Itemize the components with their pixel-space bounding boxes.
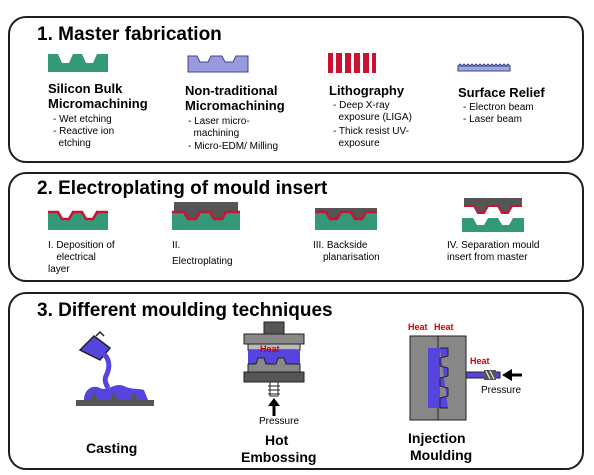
lithography-resist-icon bbox=[328, 53, 376, 73]
injection-heat-left-label: Heat bbox=[408, 322, 428, 332]
step-electroplating-label-2: Electroplating bbox=[172, 256, 233, 267]
non-traditional-detail-1: - Laser micro- bbox=[188, 116, 250, 127]
non-traditional-title-line2: Micromachining bbox=[185, 98, 285, 113]
silicon-bulk-detail-3: etching bbox=[53, 138, 91, 149]
section-title-electroplating: 2. Electroplating of mould insert bbox=[37, 178, 328, 199]
step-planarisation-label-2: planarisation bbox=[323, 252, 380, 263]
step-planarisation-icon bbox=[315, 208, 377, 230]
lithography-detail-4: exposure bbox=[333, 138, 380, 149]
injection-heat-nozzle-label: Heat bbox=[470, 356, 490, 366]
silicon-bulk-detail-2: - Reactive ion bbox=[53, 126, 115, 137]
panel-master-fabrication bbox=[8, 16, 584, 163]
step-separation-label-2: insert from master bbox=[447, 252, 528, 263]
section-title-moulding-techniques: 3. Different moulding techniques bbox=[37, 300, 333, 321]
injection-heat-right-label: Heat bbox=[434, 322, 454, 332]
lithography-title: Lithography bbox=[329, 83, 405, 98]
casting-label: Casting bbox=[86, 440, 138, 456]
injection-moulding-label-line2: Moulding bbox=[410, 447, 473, 463]
lithography-detail-2: exposure (LIGA) bbox=[333, 112, 412, 123]
surface-relief-title: Surface Relief bbox=[458, 85, 545, 100]
non-traditional-detail-2: machining bbox=[188, 128, 240, 139]
step-electroplating-icon bbox=[172, 202, 240, 230]
silicon-bulk-title-line1: Silicon Bulk bbox=[48, 81, 123, 96]
injection-moulding-label-line1: Injection bbox=[408, 430, 466, 446]
silicon-bulk-title-line2: Micromachining bbox=[48, 96, 148, 111]
hot-embossing-heat-label: Heat bbox=[260, 344, 280, 354]
surface-relief-detail-2: - Laser beam bbox=[463, 114, 522, 125]
step-deposition-icon bbox=[48, 210, 108, 230]
surface-relief-icon bbox=[457, 63, 511, 72]
silicon-bulk-detail-1: - Wet etching bbox=[53, 114, 112, 125]
step-separation-icon bbox=[462, 198, 524, 232]
non-traditional-detail-3: - Micro-EDM/ Milling bbox=[188, 141, 278, 152]
surface-relief-detail-1: - Electron beam bbox=[463, 102, 534, 113]
silicon-bulk-substrate-icon bbox=[48, 54, 108, 72]
injection-moulding-illustration bbox=[409, 335, 522, 421]
hot-embossing-label-line1: Hot bbox=[265, 432, 289, 448]
injection-pressure-label: Pressure bbox=[481, 385, 522, 396]
step-electroplating-label-1: II. bbox=[172, 240, 181, 251]
step-planarisation-label-1: III. Backside bbox=[313, 240, 368, 251]
non-traditional-substrate-icon bbox=[187, 55, 249, 73]
section-title-master-fabrication: 1. Master fabrication bbox=[37, 24, 222, 45]
step-deposition-label-2: electrical bbox=[48, 252, 96, 263]
hot-embossing-pressure-label: Pressure bbox=[259, 416, 300, 427]
casting-illustration bbox=[76, 330, 154, 406]
lithography-detail-3: - Thick resist UV- bbox=[333, 126, 409, 137]
non-traditional-title-line1: Non-traditional bbox=[185, 83, 278, 98]
step-deposition-label-3: layer bbox=[48, 264, 70, 275]
hot-embossing-illustration bbox=[243, 321, 305, 416]
step-separation-label-1: IV. Separation mould bbox=[447, 240, 540, 251]
step-deposition-label-1: I. Deposition of bbox=[48, 240, 115, 251]
hot-embossing-label-line2: Embossing bbox=[241, 449, 317, 465]
lithography-detail-1: - Deep X-ray bbox=[333, 100, 390, 111]
